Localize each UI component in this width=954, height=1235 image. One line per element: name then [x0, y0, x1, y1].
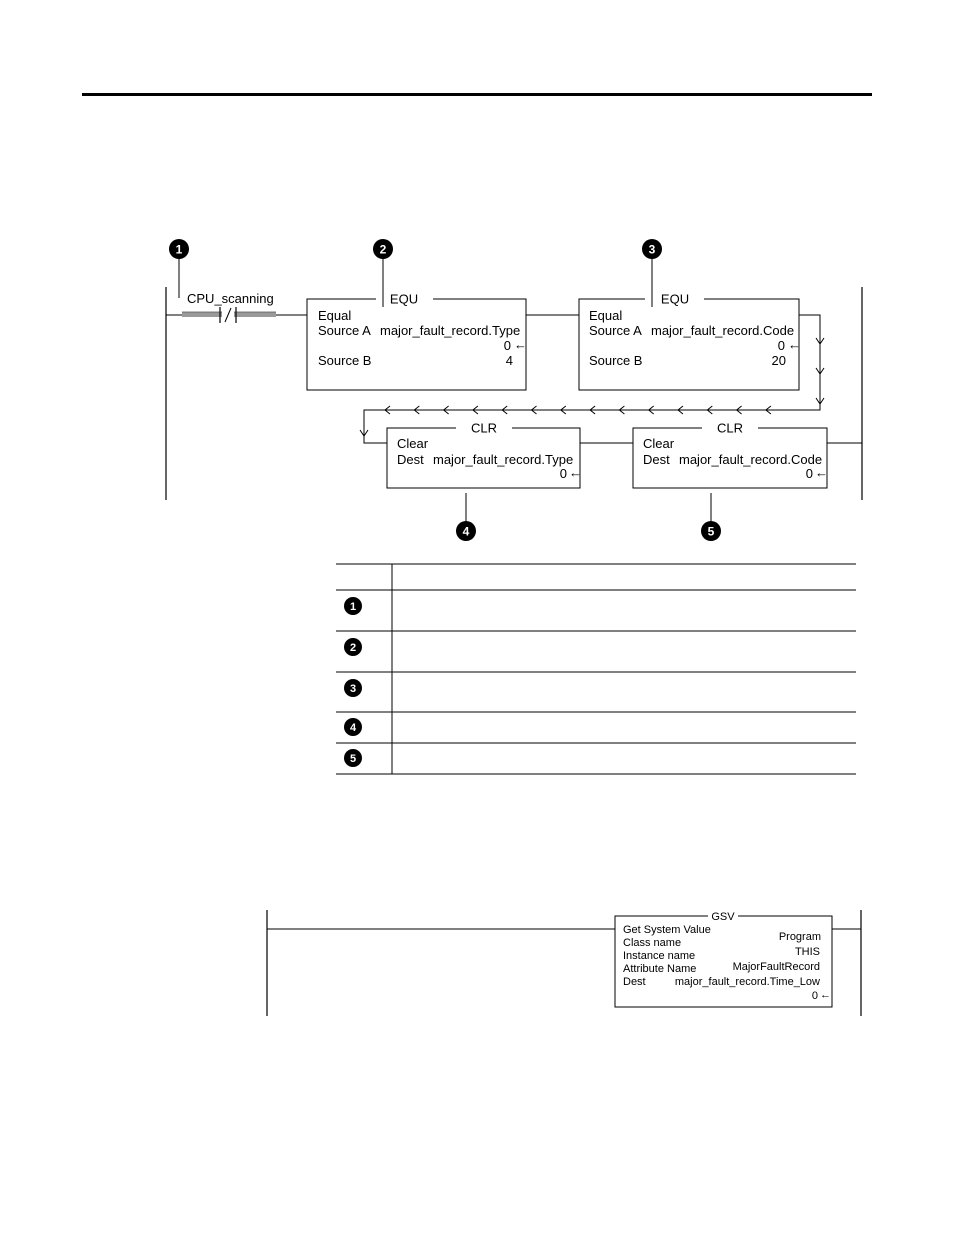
svg-text:major_fault_record.Time_Low: major_fault_record.Time_Low: [675, 976, 820, 988]
gsv-block[interactable]: GSV Get System Value Class name Program …: [614, 911, 833, 1008]
arrow-icon: ←: [820, 989, 831, 1001]
svg-text:Program: Program: [779, 931, 821, 943]
svg-text:EQU: EQU: [661, 292, 689, 307]
svg-text:Instance name: Instance name: [623, 950, 695, 962]
svg-text:5: 5: [350, 753, 356, 765]
svg-text:0: 0: [806, 466, 813, 481]
svg-text:1: 1: [350, 601, 356, 613]
svg-text:major_fault_record.Type: major_fault_record.Type: [433, 452, 573, 467]
svg-text:Dest: Dest: [397, 452, 424, 467]
svg-text:CLR: CLR: [717, 421, 743, 436]
svg-text:THIS: THIS: [795, 946, 820, 958]
svg-text:4: 4: [506, 353, 513, 368]
legend-row-4-badge: 4: [344, 718, 362, 736]
svg-text:0: 0: [560, 466, 567, 481]
svg-text:Dest: Dest: [623, 976, 646, 988]
chevron-left-icon: [735, 405, 742, 415]
svg-text:2: 2: [350, 642, 356, 654]
svg-text:Source B: Source B: [589, 353, 642, 368]
svg-text:20: 20: [772, 353, 786, 368]
svg-text:Class name: Class name: [623, 937, 681, 949]
chevron-left-icon: [501, 405, 508, 415]
svg-text:Source A: Source A: [318, 323, 371, 338]
chevron-left-icon: [472, 405, 479, 415]
svg-text:Equal: Equal: [318, 308, 351, 323]
callout-4: 4: [456, 493, 476, 541]
equ-block-2[interactable]: EQU Equal Source A major_fault_record.Co…: [578, 292, 801, 391]
svg-text:Source B: Source B: [318, 353, 371, 368]
contact-tag: CPU_scanning: [187, 291, 274, 306]
svg-text:Source A: Source A: [589, 323, 642, 338]
svg-text:0: 0: [504, 338, 511, 353]
svg-text:0: 0: [812, 990, 818, 1002]
svg-text:3: 3: [649, 243, 656, 257]
svg-text:GSV: GSV: [711, 911, 735, 923]
chevron-left-icon: [647, 405, 655, 415]
svg-text:2: 2: [380, 243, 387, 257]
svg-text:Equal: Equal: [589, 308, 622, 323]
legend-table: 1 2 3 4 5: [336, 563, 856, 775]
arrow-icon: ←: [514, 337, 527, 352]
svg-text:4: 4: [350, 722, 357, 734]
legend-row-3-badge: 3: [344, 679, 362, 697]
top-rule: [82, 93, 872, 96]
svg-text:CLR: CLR: [471, 421, 497, 436]
svg-text:5: 5: [708, 525, 715, 539]
callout-1: 1: [169, 239, 189, 298]
arrow-icon: ←: [815, 465, 828, 480]
svg-text:Clear: Clear: [643, 436, 675, 451]
legend-row-2-badge: 2: [344, 638, 362, 656]
callout-2: 2: [373, 239, 393, 307]
callout-3: 3: [642, 239, 662, 307]
svg-text:0: 0: [778, 338, 785, 353]
svg-text:Get System Value: Get System Value: [623, 924, 711, 936]
svg-text:3: 3: [350, 683, 356, 695]
svg-text:major_fault_record.Type: major_fault_record.Type: [380, 323, 520, 338]
chevron-left-icon: [442, 405, 449, 415]
equ-block-1[interactable]: EQU Equal Source A major_fault_record.Ty…: [306, 292, 527, 391]
chevron-left-icon: [589, 405, 596, 415]
svg-text:major_fault_record.Code: major_fault_record.Code: [679, 452, 822, 467]
svg-text:EQU: EQU: [390, 292, 418, 307]
rung-wrap-wire: [359, 314, 825, 444]
arrow-icon: ←: [788, 337, 801, 352]
clr-block-1[interactable]: CLR Clear Dest major_fault_record.Type 0…: [386, 421, 582, 489]
clr-block-2[interactable]: CLR Clear Dest major_fault_record.Code 0…: [632, 421, 828, 489]
arrow-icon: ←: [569, 465, 582, 480]
chevron-left-icon: [559, 405, 567, 415]
chevron-left-icon: [677, 405, 684, 415]
chevron-left-icon: [530, 405, 537, 415]
svg-text:MajorFaultRecord: MajorFaultRecord: [733, 961, 820, 973]
svg-text:1: 1: [176, 243, 183, 257]
svg-text:major_fault_record.Code: major_fault_record.Code: [651, 323, 794, 338]
chevron-left-icon: [384, 405, 391, 415]
svg-text:4: 4: [463, 525, 470, 539]
chevron-left-icon: [413, 405, 420, 415]
xio-contact[interactable]: [182, 307, 276, 323]
chevron-left-icon: [706, 405, 713, 415]
svg-text:Clear: Clear: [397, 436, 429, 451]
legend-row-5-badge: 5: [344, 749, 362, 767]
legend-row-1-badge: 1: [344, 597, 362, 615]
callout-5: 5: [701, 493, 721, 541]
svg-text:Dest: Dest: [643, 452, 670, 467]
chevron-left-icon: [618, 405, 625, 415]
svg-text:Attribute Name: Attribute Name: [623, 963, 696, 975]
chevron-left-icon: [765, 405, 772, 415]
